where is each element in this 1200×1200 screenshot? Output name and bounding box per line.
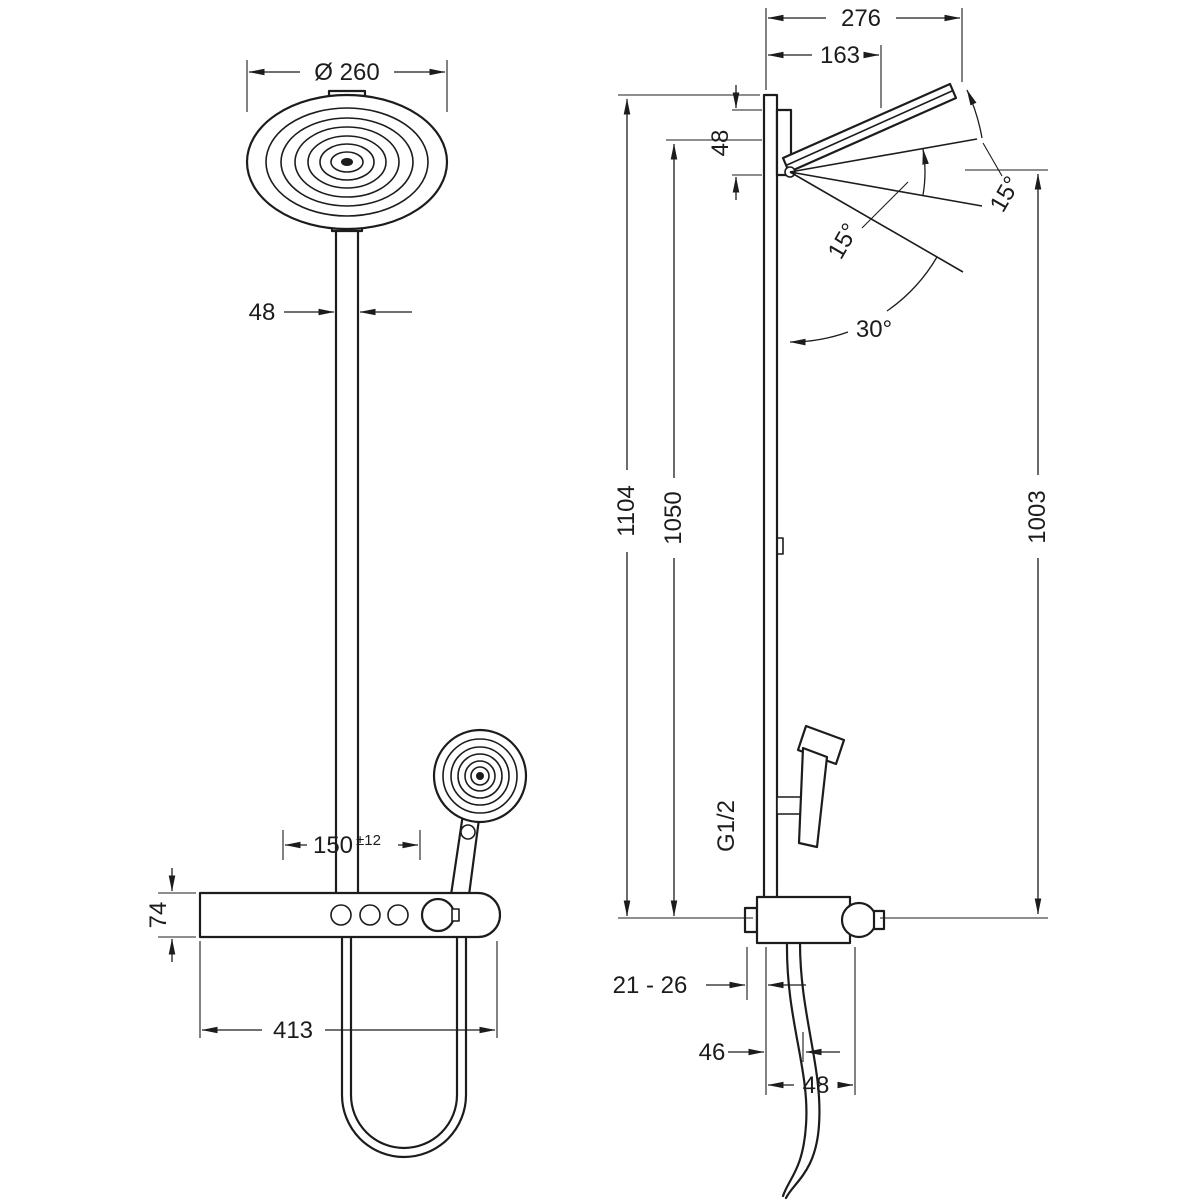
valve-body-side	[743, 895, 886, 945]
dim-hand-offset-tolerance-label: ±12	[356, 832, 381, 849]
front-view: Ø 260 48 150 ±12 74 413	[145, 59, 528, 1159]
dim-height-total-label: 1104	[613, 485, 640, 537]
dim-base-width: 413	[199, 941, 498, 1044]
dim-hose-offset-label: 46	[699, 1039, 726, 1066]
dim-height-hand: 1003	[880, 169, 1051, 919]
dim-tilt-upper-label: 15°	[985, 172, 1027, 217]
dim-hand-offset-label: 150	[313, 832, 353, 859]
dim-height-bar: 1050	[660, 139, 762, 917]
dim-depth-label: 276	[841, 5, 881, 32]
dim-head-diameter-label: Ø 260	[314, 59, 379, 86]
dim-head-reach-label: 163	[820, 42, 860, 69]
overhead-shower-side	[781, 82, 958, 178]
dim-valve-depth-label: 48	[803, 1072, 830, 1099]
dim-base-width-label: 413	[273, 1017, 313, 1044]
dim-head-reach: 163	[767, 42, 882, 108]
thread-size-label: G1/2	[713, 800, 740, 852]
shower-hose-front	[340, 935, 468, 1159]
dim-hose-offset: 46	[699, 1032, 840, 1066]
dim-mount-height: 48	[707, 85, 762, 200]
dim-wall-range: 21 - 26	[613, 947, 806, 1095]
side-view: 15° 15° 30° 276	[613, 5, 1051, 1200]
dim-valve-depth: 48	[767, 947, 856, 1099]
dim-mount-height-label: 48	[707, 130, 734, 157]
shower-pipe-front	[334, 229, 360, 895]
dim-tilt-lower-label: 15°	[823, 219, 865, 264]
dim-depth: 276	[765, 5, 963, 90]
wall-bar-side	[762, 93, 793, 904]
shower-hose-side	[781, 941, 821, 1200]
dim-pipe-width-label: 48	[249, 299, 276, 326]
overhead-shower-front	[245, 89, 449, 233]
dim-height-total: 1104	[613, 94, 760, 919]
dim-body-height: 74	[145, 868, 196, 962]
thermostat-bar-front	[198, 891, 502, 939]
hand-shower-front	[432, 728, 528, 897]
dim-pipe-width: 48	[249, 299, 412, 326]
dim-height-bar-label: 1050	[660, 491, 687, 544]
dim-head-diameter: Ø 260	[246, 59, 448, 112]
dim-hand-offset: 150 ±12	[282, 830, 421, 860]
dim-body-height-label: 74	[145, 902, 172, 929]
dim-wall-range-label: 21 - 26	[613, 972, 688, 999]
tilt-range-indicator: 15° 15° 30°	[789, 89, 1027, 346]
dim-height-hand-label: 1003	[1024, 490, 1051, 543]
hand-shower-side	[776, 724, 846, 849]
dim-swivel-label: 30°	[856, 316, 892, 343]
